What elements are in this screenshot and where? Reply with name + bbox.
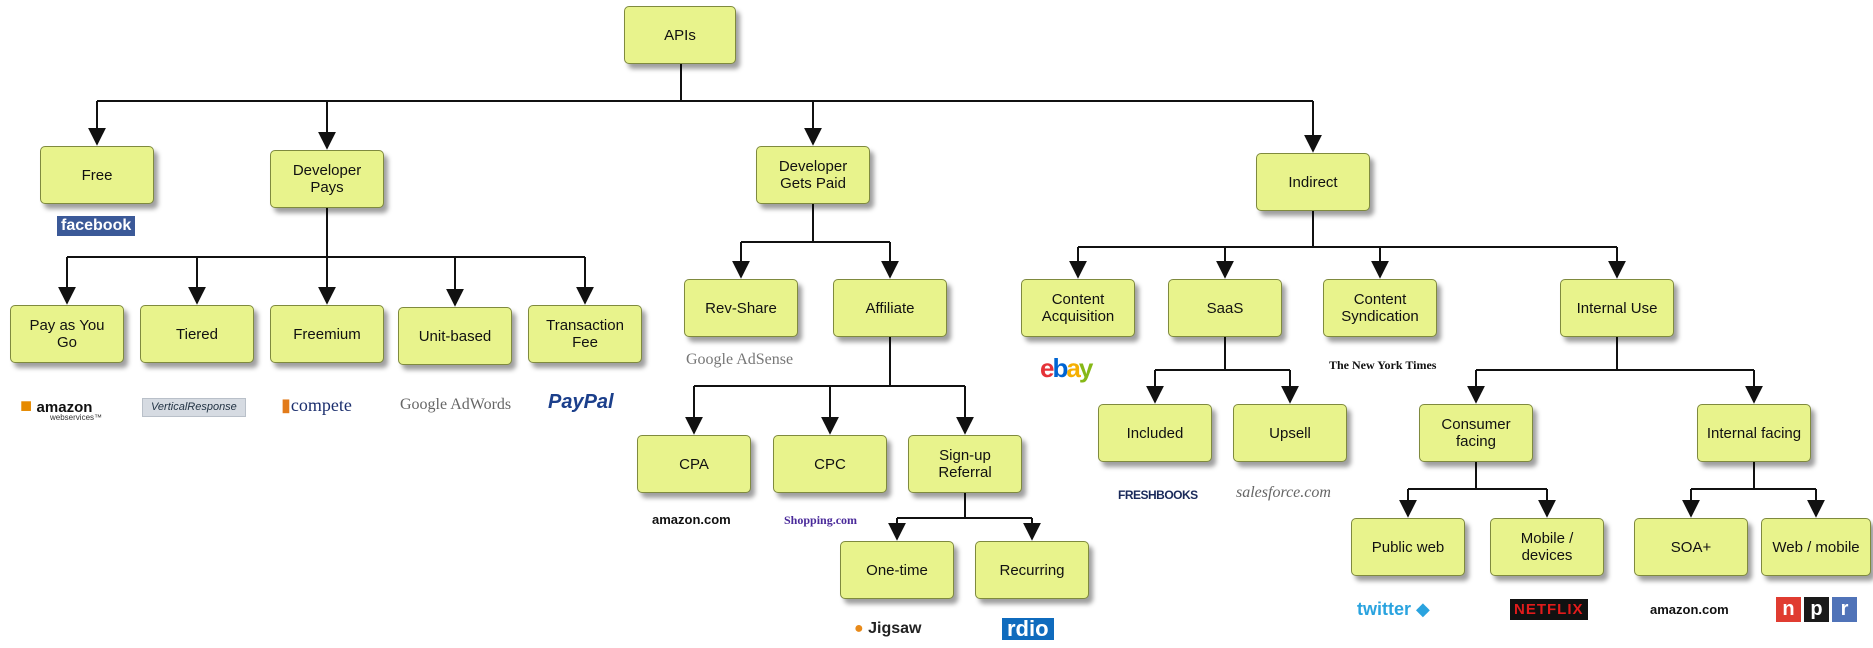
node-developer-pays[interactable]: Developer Pays [270,150,384,208]
twitter-logo: twitter ◆ [1357,600,1430,618]
npr-logo: n p r [1776,597,1857,622]
amazon-cube-icon: ■ [20,395,33,417]
node-affiliate[interactable]: Affiliate [833,279,947,337]
ebay-letter-y: y [1078,353,1094,383]
nyt-logo: The New York Times [1329,358,1437,372]
node-soa-plus[interactable]: SOA+ [1634,518,1748,576]
node-free[interactable]: Free [40,146,154,204]
node-rev-share[interactable]: Rev-Share [684,279,798,337]
node-upsell[interactable]: Upsell [1233,404,1347,462]
amazon-wordmark: amazon [36,399,93,416]
amazon-com-logo-soa: amazon.com [1650,602,1729,617]
rdio-logo: rdio [1002,618,1054,640]
verticalresponse-logo: VerticalResponse [142,398,246,417]
google-adsense-logo: Google AdSense [686,351,794,368]
node-saas[interactable]: SaaS [1168,279,1282,337]
node-internal-facing[interactable]: Internal facing [1697,404,1811,462]
node-included[interactable]: Included [1098,404,1212,462]
salesforce-logo: salesforce.com [1236,484,1331,501]
amazon-webservices-sub: webservices™ [50,413,103,422]
ebay-letter-a: a [1066,353,1081,383]
npr-letter-n: n [1776,597,1801,622]
node-freemium[interactable]: Freemium [270,305,384,363]
node-public-web[interactable]: Public web [1351,518,1465,576]
paypal-logo: PayPal [548,391,614,413]
node-internal-use[interactable]: Internal Use [1560,279,1674,337]
compete-bars-icon: ▮ [281,395,291,415]
freshbooks-logo: FRESHBOOKS [1118,488,1198,502]
node-content-acquisition[interactable]: Content Acquisition [1021,279,1135,337]
node-content-syndication[interactable]: Content Syndication [1323,279,1437,337]
jigsaw-globe-icon: ● [854,620,864,637]
node-one-time[interactable]: One-time [840,541,954,599]
npr-letter-p: p [1804,597,1829,622]
netflix-logo: NETFLIX [1510,599,1588,620]
compete-wordmark: compete [290,395,352,415]
node-transaction-fee[interactable]: Transaction Fee [528,305,642,363]
node-tiered[interactable]: Tiered [140,305,254,363]
node-apis[interactable]: APIs [624,6,736,64]
node-consumer-facing[interactable]: Consumer facing [1419,404,1533,462]
node-cpa[interactable]: CPA [637,435,751,493]
jigsaw-logo: ● Jigsaw [854,621,921,637]
node-web-mobile[interactable]: Web / mobile [1761,518,1871,576]
npr-letter-r: r [1832,597,1857,622]
twitter-wordmark: twitter [1357,599,1411,619]
node-cpc[interactable]: CPC [773,435,887,493]
node-pay-as-you-go[interactable]: Pay as You Go [10,305,124,363]
node-recurring[interactable]: Recurring [975,541,1089,599]
shopping-com-logo: Shopping.com [784,513,858,527]
amazon-webservices-logo: ■ amazon webservices™ [20,395,102,422]
ebay-logo: ebay [1040,353,1094,383]
node-unit-based[interactable]: Unit-based [398,307,512,365]
google-adwords-logo: Google AdWords [400,396,512,413]
ebay-letter-e: e [1040,353,1055,383]
ebay-letter-b: b [1052,353,1068,383]
jigsaw-wordmark: Jigsaw [868,620,922,637]
compete-logo: ▮compete [281,396,352,414]
amazon-com-logo: amazon.com [652,512,731,527]
node-indirect[interactable]: Indirect [1256,153,1370,211]
facebook-logo: facebook [57,216,136,236]
twitter-bird-icon: ◆ [1411,599,1430,619]
node-developer-gets-paid[interactable]: Developer Gets Paid [756,146,870,204]
node-signup-referral[interactable]: Sign-up Referral [908,435,1022,493]
node-mobile-devices[interactable]: Mobile / devices [1490,518,1604,576]
